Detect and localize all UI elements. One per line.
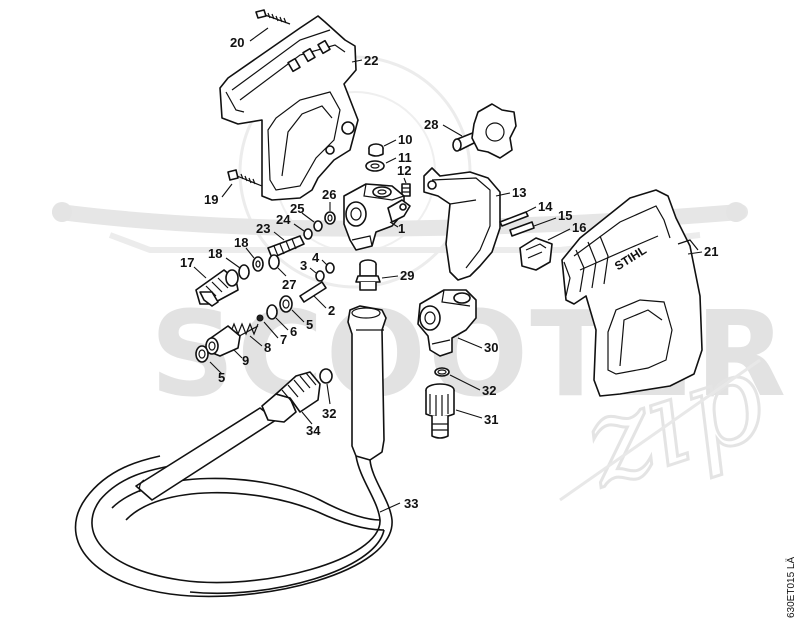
- label-4: 4: [312, 250, 320, 265]
- label-14: 14: [538, 199, 553, 214]
- screw-part-19: [227, 169, 263, 187]
- spring-part-15: [509, 221, 535, 237]
- label-6: 6: [290, 324, 297, 339]
- label-26: 26: [322, 187, 336, 202]
- label-9: 9: [242, 353, 249, 368]
- nipple-part-29: [355, 259, 381, 291]
- label-32-right: 32: [482, 383, 496, 398]
- coupling-part-31: [425, 383, 455, 439]
- label-24: 24: [276, 212, 291, 227]
- oring-part-32-right: [434, 367, 450, 377]
- cap-part-10: [368, 143, 384, 157]
- label-8: 8: [264, 340, 271, 355]
- gun-handle-part-21: STIHL: [561, 189, 703, 397]
- lock-part-16: [519, 237, 553, 271]
- oring-part-5-upper: [279, 295, 293, 313]
- valve-body-part-1: [343, 183, 411, 251]
- coupling-part-34: [261, 371, 321, 423]
- plug-part-9: [205, 325, 241, 357]
- washer-part-4: [325, 262, 335, 274]
- label-29: 29: [400, 268, 414, 283]
- washer-part-11: [365, 160, 385, 172]
- label-10: 10: [398, 132, 412, 147]
- label-23: 23: [256, 221, 270, 236]
- hose-part-33: [74, 305, 393, 598]
- label-22: 22: [364, 53, 378, 68]
- label-27: 27: [282, 277, 296, 292]
- label-1: 1: [398, 221, 405, 236]
- label-18-lower: 18: [208, 246, 222, 261]
- oring-part-32-left: [319, 368, 333, 384]
- washer-part-27: [268, 254, 280, 270]
- oring-part-24: [303, 228, 313, 240]
- label-25: 25: [290, 201, 304, 216]
- drawing-reference: 630ET015 LÄ: [785, 557, 797, 618]
- trigger-part-13: [423, 167, 501, 281]
- label-21: 21: [704, 244, 718, 259]
- label-19: 19: [204, 192, 218, 207]
- knob-part-28: [452, 103, 517, 159]
- label-31: 31: [484, 412, 498, 427]
- label-5-upper: 5: [306, 317, 313, 332]
- oring-part-26: [324, 211, 336, 225]
- pin-part-12: [401, 183, 411, 197]
- washer-part-25: [313, 220, 323, 232]
- label-3: 3: [300, 258, 307, 273]
- oring-part-5-lower: [195, 345, 209, 363]
- label-18-upper: 18: [234, 235, 248, 250]
- oring-part-18-upper: [252, 256, 264, 272]
- label-28: 28: [424, 117, 438, 132]
- fitting-part-17: [195, 269, 239, 307]
- screw-part-20: [255, 9, 291, 25]
- gun-shell-part-22: [219, 15, 359, 201]
- label-13: 13: [512, 185, 526, 200]
- label-20: 20: [230, 35, 244, 50]
- label-7: 7: [280, 332, 287, 347]
- ball-part-7: [256, 314, 264, 322]
- nozzle-part-23: [267, 235, 305, 259]
- pin-part-2: [299, 281, 327, 303]
- label-11: 11: [398, 150, 412, 165]
- valve-block-part-30: [417, 289, 477, 357]
- label-5-lower: 5: [218, 370, 225, 385]
- pin-part-14: [499, 211, 529, 227]
- label-30: 30: [484, 340, 498, 355]
- oring-part-18-lower: [238, 264, 250, 280]
- label-16: 16: [572, 220, 586, 235]
- label-17: 17: [180, 255, 194, 270]
- washer-part-6: [266, 304, 278, 320]
- oring-part-3: [315, 270, 325, 282]
- label-15: 15: [558, 208, 572, 223]
- label-12: 12: [397, 163, 411, 178]
- label-2: 2: [328, 303, 335, 318]
- label-34: 34: [306, 423, 321, 438]
- label-33: 33: [404, 496, 418, 511]
- label-32-left: 32: [322, 406, 336, 421]
